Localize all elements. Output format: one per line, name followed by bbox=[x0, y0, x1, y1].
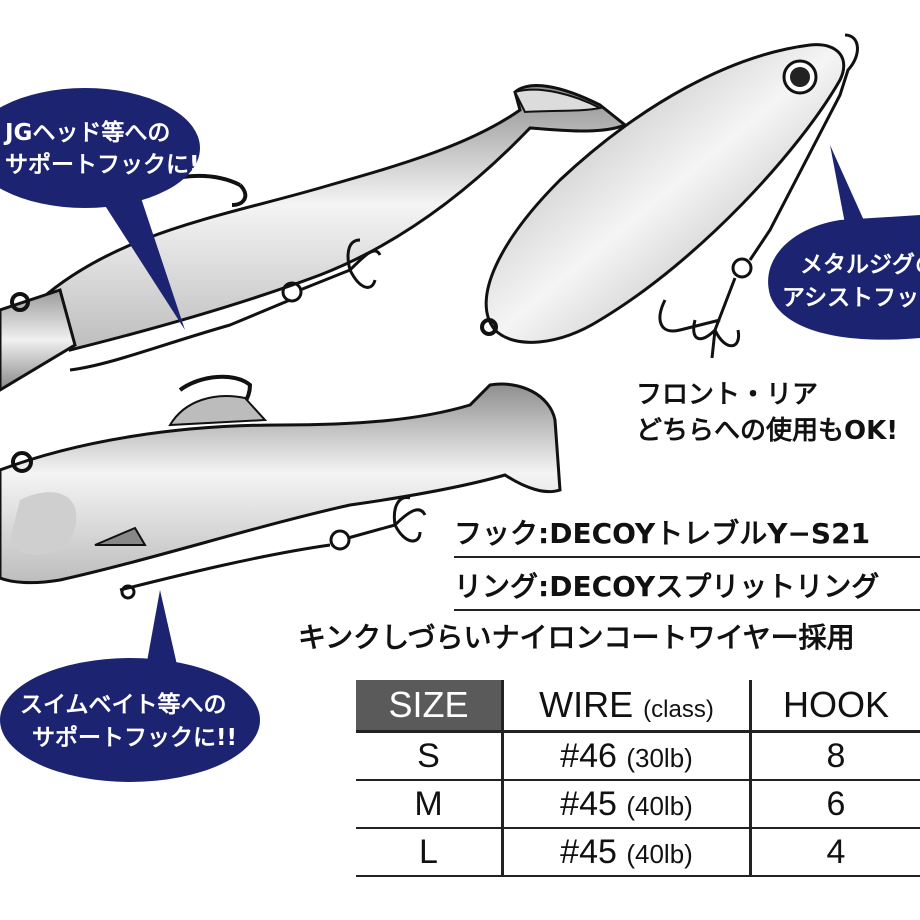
header-wire: WIRE (class) bbox=[501, 680, 751, 733]
row-wire-lb: (30lb) bbox=[626, 742, 693, 773]
table-row: S #46 (30lb) 8 bbox=[356, 731, 920, 781]
callout-jighead-line1: JGヘッド等への bbox=[3, 119, 170, 146]
row-size: L bbox=[356, 828, 503, 877]
usage-note-line1: フロント・リア bbox=[636, 380, 819, 410]
row-wire-class: #45 bbox=[560, 784, 617, 823]
row-wire: #45 (40lb) bbox=[501, 828, 751, 877]
row-wire-lb: (40lb) bbox=[626, 790, 693, 821]
row-wire-lb: (40lb) bbox=[626, 838, 693, 869]
callout-metal-jig: メタルジグの アシストフックに bbox=[768, 145, 920, 340]
callout-metal-jig-line1: メタルジグの bbox=[800, 251, 920, 278]
header-wire-class: (class) bbox=[643, 696, 714, 723]
size-table-header: SIZE WIRE (class) HOOK bbox=[356, 680, 920, 733]
header-wire-label: WIRE bbox=[539, 684, 634, 725]
row-hook: 6 bbox=[749, 780, 920, 829]
row-size: M bbox=[356, 780, 503, 829]
row-wire-class: #45 bbox=[560, 832, 617, 871]
metal-jig-illustration bbox=[480, 33, 859, 359]
row-wire-class: #46 bbox=[560, 736, 617, 775]
table-row: L #45 (40lb) 4 bbox=[356, 828, 920, 877]
spec-hook: フック:DECOYトレブルY−S21 bbox=[454, 517, 871, 550]
callout-jighead: JGヘッド等への サポートフックに!! bbox=[0, 88, 210, 330]
callout-jighead-line2: サポートフックに!! bbox=[5, 151, 210, 178]
callout-swimbait-line2: サポートフックに!! bbox=[32, 724, 237, 751]
callout-swimbait: スイムベイト等への サポートフックに!! bbox=[0, 590, 260, 782]
spec-divider-2 bbox=[454, 609, 920, 611]
table-row: M #45 (40lb) 6 bbox=[356, 780, 920, 829]
row-hook: 4 bbox=[749, 828, 920, 877]
header-size: SIZE bbox=[356, 680, 503, 733]
header-hook: HOOK bbox=[749, 680, 920, 733]
usage-note-line2: どちらへの使用もOK! bbox=[636, 416, 899, 446]
spec-ring: リング:DECOYスプリットリング bbox=[454, 570, 880, 603]
spec-wire: キンクしづらいナイロンコートワイヤー採用 bbox=[298, 621, 855, 654]
row-size: S bbox=[356, 731, 503, 781]
row-hook: 8 bbox=[749, 731, 920, 781]
soft-bait-jighead-illustration bbox=[0, 84, 628, 392]
size-table: SIZE WIRE (class) HOOK S #46 (30lb) 8 M … bbox=[356, 680, 920, 877]
swimbait-illustration bbox=[0, 374, 562, 600]
spec-divider-1 bbox=[454, 556, 920, 558]
row-wire: #46 (30lb) bbox=[501, 731, 751, 781]
callout-metal-jig-line2: アシストフックに bbox=[782, 285, 920, 311]
row-wire: #45 (40lb) bbox=[501, 780, 751, 829]
callout-swimbait-line1: スイムベイト等への bbox=[20, 691, 227, 718]
